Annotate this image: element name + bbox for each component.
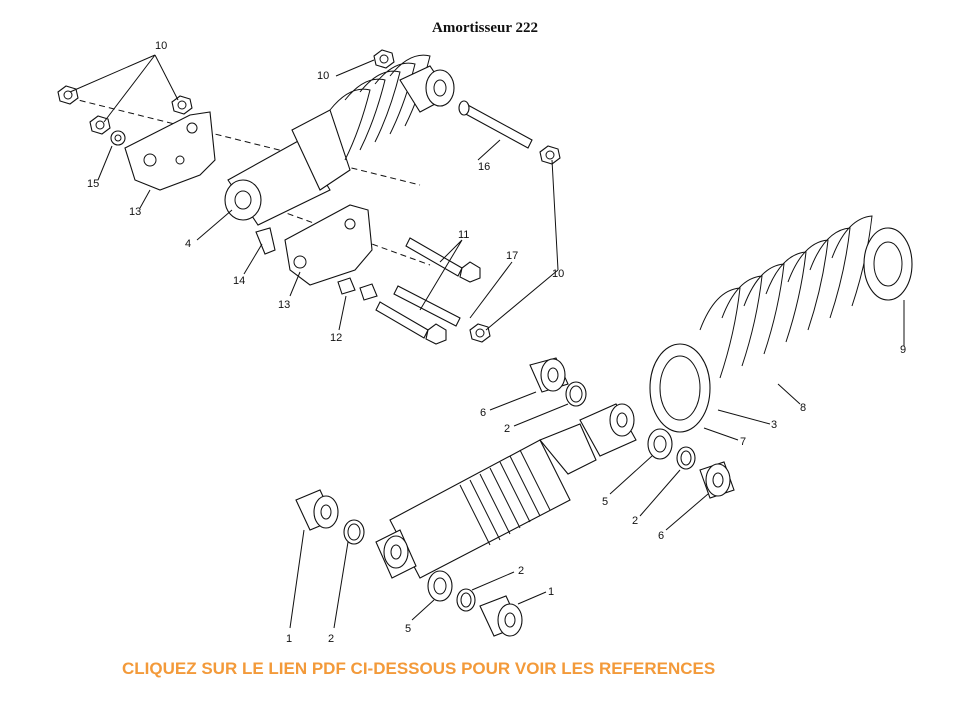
callout-7: 7 <box>740 436 746 448</box>
bolt-16 <box>458 100 533 149</box>
callout-3: 3 <box>771 419 777 431</box>
callout-2: 2 <box>518 565 524 577</box>
bushing-1-bottom <box>479 595 523 637</box>
seal-2-top <box>565 381 587 407</box>
bolt-17 <box>393 285 461 327</box>
bracket-13-lower <box>284 204 373 286</box>
seal-2-right <box>676 446 696 470</box>
bearing-5-bottom <box>427 570 453 602</box>
bracket-13-upper <box>124 111 216 191</box>
nut-right-10 <box>539 145 561 165</box>
bushing-1-left <box>295 489 339 531</box>
seal-2-bottom <box>456 588 476 612</box>
nut-lower-10 <box>469 323 491 343</box>
shock-body-lower <box>375 423 597 579</box>
bushing-6-top <box>529 357 569 393</box>
callout-12: 12 <box>330 332 342 344</box>
diagram-title: Amortisseur 222 <box>432 20 538 36</box>
callout-2: 2 <box>328 633 334 645</box>
callout-15: 15 <box>87 178 99 190</box>
shock-body-upper <box>224 54 455 226</box>
callout-16: 16 <box>478 161 490 173</box>
nut-top-10 <box>373 49 395 69</box>
callout-10: 10 <box>155 40 167 52</box>
callout-1: 1 <box>548 586 554 598</box>
nut-top-left <box>57 85 79 105</box>
callout-8: 8 <box>800 402 806 414</box>
spring-8 <box>699 215 873 379</box>
nut-right <box>171 95 193 115</box>
callout-14: 14 <box>233 275 245 287</box>
bearing-5-right <box>647 428 673 460</box>
fitting-14 <box>255 227 276 255</box>
callout-2: 2 <box>504 423 510 435</box>
callout-2: 2 <box>632 515 638 527</box>
part-12 <box>337 277 356 295</box>
callout-17: 17 <box>506 250 518 262</box>
callout-4: 4 <box>185 238 191 250</box>
callout-11: 11 <box>458 229 469 241</box>
callout-5: 5 <box>405 623 411 635</box>
callout-9: 9 <box>900 344 906 356</box>
leader-lines <box>69 54 905 629</box>
callout-10: 10 <box>317 70 329 82</box>
pdf-link-notice: CLIQUEZ SUR LE LIEN PDF CI-DESSOUS POUR … <box>122 659 716 678</box>
callout-6: 6 <box>658 530 664 542</box>
adjuster-ring-3 <box>649 343 711 433</box>
bolt-11-lower <box>375 301 447 345</box>
retainer-9 <box>863 227 913 301</box>
callout-10: 10 <box>552 268 564 280</box>
axis-upper-bolt <box>69 97 421 186</box>
bushing-6-right <box>699 461 735 499</box>
callout-13: 13 <box>129 206 141 218</box>
callout-6: 6 <box>480 407 486 419</box>
part-12b <box>359 283 378 301</box>
shock-top-eye <box>579 403 637 457</box>
callout-1: 1 <box>286 633 292 645</box>
callout-5: 5 <box>602 496 608 508</box>
callout-13: 13 <box>278 299 290 311</box>
seal-2-left <box>343 519 365 545</box>
bolt-11-upper <box>405 237 481 283</box>
washer-15 <box>110 130 126 146</box>
